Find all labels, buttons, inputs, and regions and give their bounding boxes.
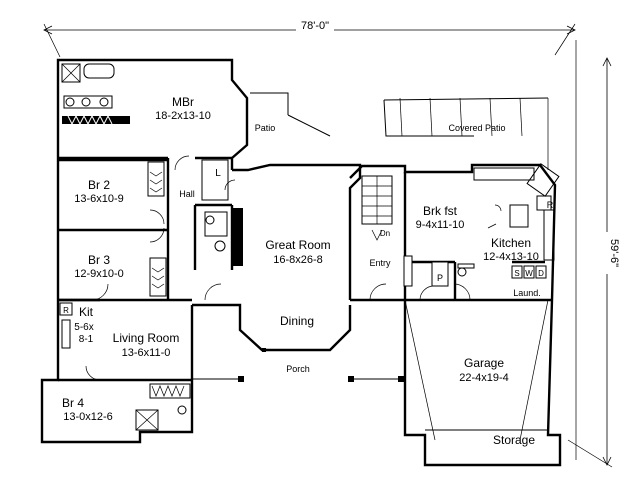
sink-mark: S [514, 269, 519, 278]
laundry-label: Laund. [513, 288, 541, 298]
porch-posts [192, 348, 404, 382]
depth-label: 59'-6" [608, 239, 620, 267]
kitchen-name: Kitchen [491, 236, 531, 250]
kitchen-details: P R S W D [431, 163, 560, 287]
toilet-icon [457, 267, 467, 277]
interior-walls [58, 156, 552, 382]
bathtub [83, 63, 115, 79]
closet-rod [62, 116, 130, 124]
dining-name: Dining [280, 314, 314, 328]
kit-size-line1: 5-6x [74, 322, 93, 333]
great-room-size: 16-8x26-8 [273, 254, 323, 266]
depth-dimension: 59'-6" [567, 40, 620, 468]
washer [523, 265, 535, 279]
fireplace [233, 208, 243, 266]
garage-name: Garage [464, 356, 504, 370]
br3-size: 12-9x10-0 [74, 268, 124, 280]
sink-icon [81, 97, 91, 107]
storage-name: Storage [493, 433, 535, 447]
powder-room-vanity [457, 263, 475, 269]
mbr-name: MBr [172, 95, 194, 109]
kitchen-ref-mark: R [547, 200, 554, 210]
sink-icon [99, 97, 109, 107]
br3-closet [149, 257, 167, 297]
kit-ref [59, 302, 73, 316]
great-room-name: Great Room [265, 238, 330, 252]
dryer-mark: D [538, 269, 544, 278]
width-dimension: 78'-0" [43, 18, 576, 58]
br3-name: Br 3 [88, 253, 110, 267]
toilet-icon [177, 405, 187, 415]
pantry [431, 261, 449, 287]
br4-size: 13-0x12-6 [63, 411, 113, 423]
sink-icon [205, 215, 215, 225]
covered-patio-label: Covered Patio [448, 123, 505, 133]
garage-size: 22-4x19-4 [459, 372, 509, 384]
width-label: 78'-0" [301, 20, 329, 32]
dryer [535, 265, 547, 279]
toilet-icon [214, 240, 226, 252]
hall-label: Hall [179, 189, 195, 199]
coat-closet [403, 255, 413, 287]
entry-label: Entry [369, 258, 391, 268]
master-bath-fixtures [61, 63, 130, 126]
linen-closet [201, 159, 229, 201]
pantry-mark: P [437, 273, 443, 283]
closets: L [135, 159, 243, 431]
exterior-walls [40, 58, 562, 467]
patio-label: Patio [255, 123, 276, 133]
patio-outlines [250, 92, 549, 170]
porch-label: Porch [286, 364, 310, 374]
doors [85, 155, 471, 381]
br4-name: Br 4 [62, 396, 84, 410]
kit-name: Kit [79, 305, 94, 319]
br2-name: Br 2 [88, 178, 110, 192]
laundry-sink [511, 265, 523, 279]
dn-label: Dn [380, 229, 390, 238]
kitchenette-details: R [59, 302, 73, 349]
kit-size-line2: 8-1 [79, 334, 94, 345]
linen-mark: L [215, 168, 221, 179]
br2-size: 13-6x10-9 [74, 193, 124, 205]
garage-details [404, 299, 555, 466]
br2-closet [147, 161, 165, 197]
living-room-name: Living Room [113, 331, 180, 345]
washer-mark: W [525, 269, 533, 278]
room-labels: MBr 18-2x13-10 Patio Covered Patio Br 2 … [62, 95, 541, 447]
sink-icon [65, 97, 75, 107]
kit-ref-mark: R [63, 306, 69, 315]
brkfst-name: Brk fst [423, 204, 458, 218]
stairs [361, 175, 413, 287]
living-room-size: 13-6x11-0 [122, 347, 171, 359]
kit-counter [61, 319, 71, 349]
kitchen-size: 12-4x13-10 [483, 251, 539, 263]
mbr-size: 18-2x13-10 [155, 110, 211, 122]
brkfst-size: 9-4x11-10 [416, 219, 465, 231]
